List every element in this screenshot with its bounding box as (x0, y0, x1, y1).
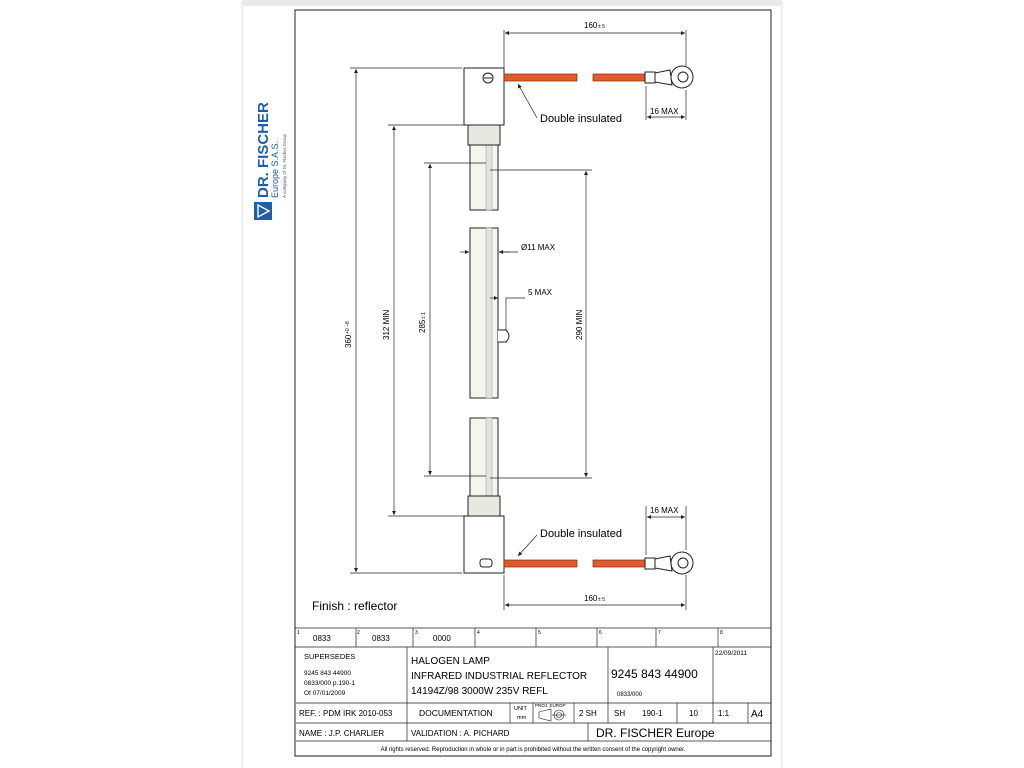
title-block (295, 627, 771, 742)
documentation: DOCUMENTATION (419, 708, 493, 718)
supersedes-line-2: 0833/000 p.190-1 (304, 680, 355, 687)
logo-sub: Europe S.A.S. (270, 141, 280, 198)
zone-6-num: 6 (599, 630, 602, 636)
zone-4-num: 4 (477, 630, 480, 636)
title-line-3: 14194Z/98 3000W 235V REFL (411, 686, 548, 697)
dim-overall-tol: +0 −8 (345, 321, 351, 334)
dim-lead-bottom: 160 (584, 594, 598, 603)
date: 22/09/2011 (715, 650, 747, 657)
dim-overall: 360 (344, 334, 353, 348)
company: DR. FISCHER Europe (596, 726, 715, 740)
projection-label: PROJ. EUROP (535, 703, 566, 708)
zone-3-num: 3 (415, 630, 418, 636)
dim-290-min: 290 MIN (575, 310, 584, 340)
sh-label: SH (614, 709, 625, 718)
dim-lead-bottom-tol: ± 5 (598, 597, 605, 603)
drawing-frame (294, 9, 772, 757)
rights-notice: All rights reserved. Reproduction in who… (381, 747, 686, 753)
zone-1-num: 1 (297, 630, 300, 636)
tube-seal-bottom (467, 495, 501, 517)
sh-number: 10 (689, 709, 698, 718)
label-double-insulated-bottom: Double insulated (540, 528, 622, 540)
finish-note: Finish : reflector (312, 599, 397, 613)
unit-label: UNIT (514, 706, 527, 712)
dr-fischer-logo: DR. FISCHER Europe S.A.S. A company of D… (254, 102, 287, 220)
ring-terminal-bottom-icon (654, 555, 673, 572)
dim-lead-top: 160 (584, 21, 598, 30)
dim-diameter: Ø11 MAX (521, 243, 556, 252)
bottom-cap-screw-icon (479, 558, 493, 568)
dim-terminal-top: 16 MAX (650, 107, 679, 116)
crimp-bottom (644, 557, 656, 570)
title-line-2: INFRARED INDUSTRIAL REFLECTOR (411, 671, 587, 682)
zone-7-num: 7 (658, 630, 661, 636)
supersedes-line-3: Of 07/01/2009 (304, 690, 346, 697)
lead-wire-bottom-a (503, 559, 578, 568)
document-page[interactable] (243, 0, 781, 768)
zone-1-val: 0833 (313, 634, 331, 643)
zone-5-num: 5 (538, 630, 541, 636)
ring-terminal-top-icon (654, 69, 673, 86)
exhaust-nub (498, 329, 510, 343)
part-number: 9245 843 44900 (611, 667, 698, 681)
dim-terminal-bottom: 16 MAX (650, 506, 679, 515)
logo-mark-glyph (257, 203, 271, 219)
zone-3-val: 0000 (433, 634, 451, 643)
page-top-strip (243, 0, 781, 6)
dim-285: 285 (418, 319, 427, 333)
zone-8-num: 8 (720, 630, 723, 636)
dim-285-tol: ± 1 (421, 312, 427, 319)
glass-tube-middle (469, 227, 499, 399)
crimp-top (644, 71, 656, 84)
label-double-insulated-top: Double insulated (540, 113, 622, 125)
supersedes-label: SUPERSEDES (304, 652, 355, 661)
format: A4 (751, 709, 764, 720)
part-sub: 0833/000 (617, 692, 643, 698)
lead-wire-bottom-b (592, 559, 646, 568)
lead-wire-top-b (592, 73, 646, 82)
sheets: 2 SH (579, 709, 597, 718)
supersedes-line-1: 9245 843 44900 (304, 670, 351, 677)
validation: VALIDATION : A. PICHARD (411, 729, 510, 738)
unit-value: mm (517, 715, 527, 721)
tube-seal-top (467, 124, 501, 146)
ref: REF. : PDM IRK 2010-053 (299, 709, 393, 718)
logo-brand: DR. FISCHER (255, 102, 272, 198)
zone-2-num: 2 (357, 630, 360, 636)
dim-nub: 5 MAX (528, 288, 553, 297)
dim-312-min: 312 MIN (382, 310, 391, 340)
reflector-strip-2 (485, 227, 493, 399)
title-line-1: HALOGEN LAMP (411, 656, 490, 667)
sh-value: 190-1 (642, 709, 663, 718)
logo-tagline: A company of Dr. Fischer Group (282, 133, 287, 198)
scale: 1:1 (718, 709, 730, 718)
zone-2-val: 0833 (372, 634, 390, 643)
lead-wire-top-a (503, 73, 578, 82)
dim-lead-top-tol: ± 5 (598, 24, 605, 30)
name: NAME : J.P. CHARLIER (299, 729, 384, 738)
projection-symbol-icon (538, 708, 566, 722)
